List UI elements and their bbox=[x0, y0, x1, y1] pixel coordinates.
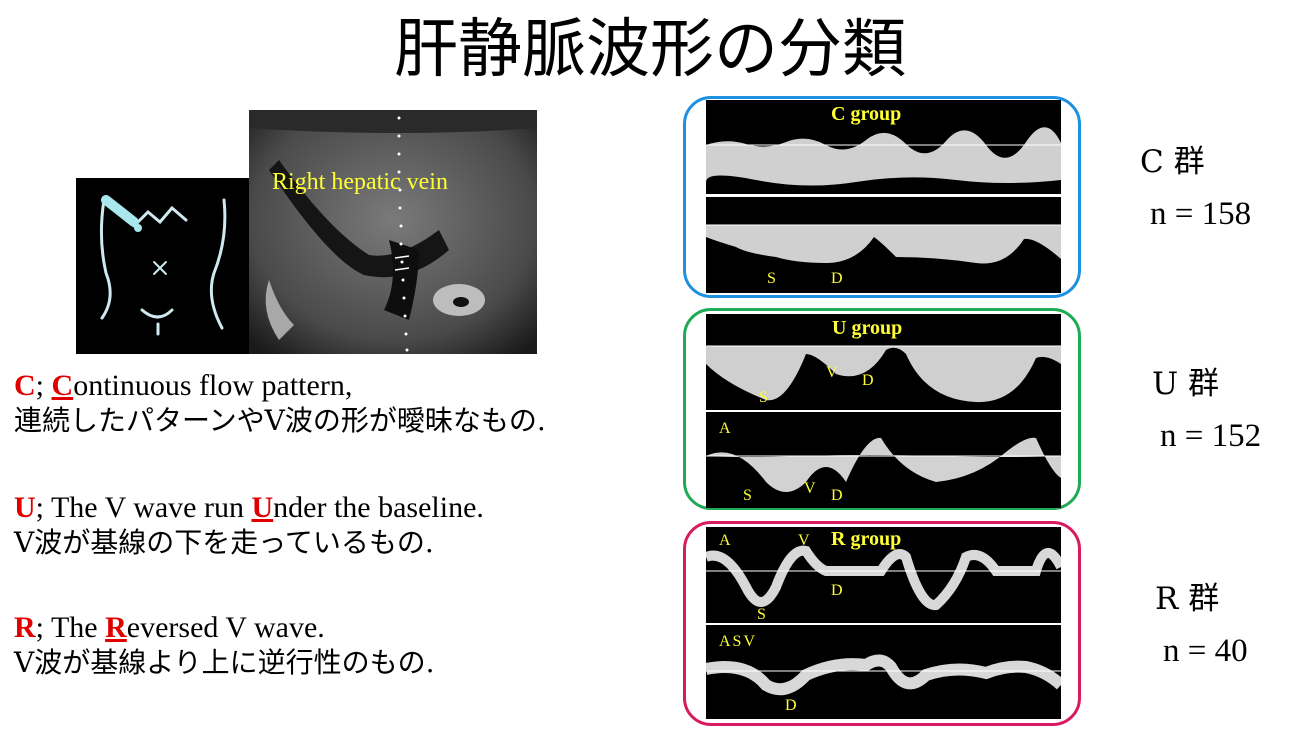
u-group-label: U group bbox=[832, 317, 903, 339]
description-r: R; The Reversed V wave. V波が基線より上に逆行性のもの. bbox=[14, 611, 435, 679]
u-wave-label-v2: V bbox=[804, 480, 816, 497]
r-wave-label-s: S bbox=[757, 606, 766, 623]
u-group-waveform-top bbox=[706, 314, 1061, 410]
c-group-waveform-top bbox=[706, 100, 1061, 194]
u-wave-label-a: A bbox=[719, 420, 731, 437]
u-group-frame bbox=[683, 308, 1081, 510]
u-wave-label-s2: S bbox=[743, 487, 752, 504]
u-wave-label-d: D bbox=[862, 372, 874, 389]
r-wave-label-d: D bbox=[831, 582, 843, 599]
c-group-waveform-bottom bbox=[706, 197, 1061, 293]
description-c: C; Continuous flow pattern, 連続したパターンやV波の… bbox=[14, 369, 546, 437]
u-wave-label-v: V bbox=[826, 364, 838, 381]
r-wave-label-v: V bbox=[798, 532, 810, 549]
page-title: 肝静脈波形の分類 bbox=[394, 13, 906, 87]
r-wave-label-d2: D bbox=[785, 697, 797, 714]
right-hepatic-vein-label: Right hepatic vein bbox=[272, 169, 448, 195]
u-group-waveform-bottom bbox=[706, 412, 1061, 508]
r-group-frame bbox=[683, 521, 1081, 726]
r-group-label: R group bbox=[831, 528, 902, 550]
r-group-waveform-bottom bbox=[706, 625, 1061, 719]
torso-diagram-icon bbox=[76, 178, 250, 354]
ultrasound-probe-icon bbox=[101, 195, 142, 232]
r-wave-label-a: A bbox=[719, 532, 731, 549]
c-wave-label-d: D bbox=[831, 270, 843, 287]
u-wave-label-d2: D bbox=[831, 487, 843, 504]
c-group-label: C group bbox=[831, 103, 902, 125]
u-wave-label-s: S bbox=[759, 389, 768, 406]
r-wave-label-asv: ASV bbox=[719, 633, 758, 650]
c-group-frame bbox=[683, 96, 1081, 298]
c-wave-label-s: S bbox=[767, 270, 776, 287]
description-u: U; The V wave run Under the baseline. V波… bbox=[14, 491, 484, 559]
r-group-waveform-top bbox=[706, 527, 1061, 623]
ultrasound-image bbox=[249, 110, 537, 354]
